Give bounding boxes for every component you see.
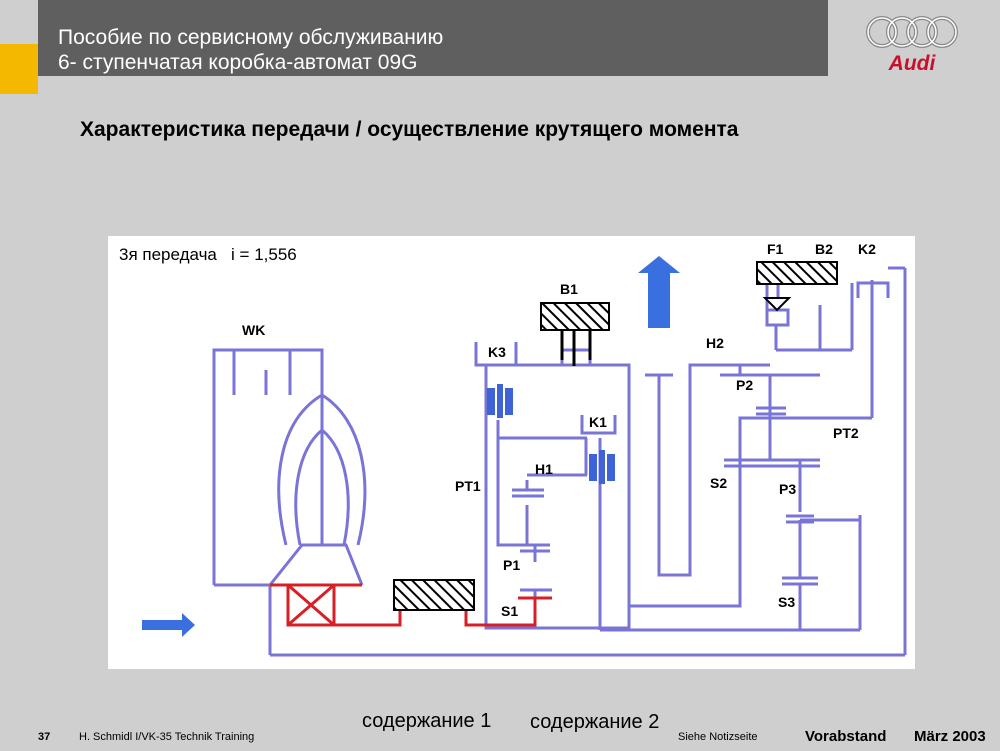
label-s1: S1 [501,603,518,619]
fixed-brake-block [393,579,475,611]
label-wk: WK [242,322,265,338]
header-title-line2: 6- ступенчатая коробка-автомат 09G [58,51,418,74]
contents-2-link[interactable]: содержание 2 [530,711,660,733]
brake-b1 [540,302,610,331]
brake-b1-pins [560,330,592,366]
footer-date: März 2003 [914,728,986,745]
page-number: 37 [38,731,51,743]
label-p1: P1 [503,557,520,573]
page-title: Характеристика передачи / осуществление … [80,118,739,141]
audi-logo: Audi [862,10,962,76]
label-k3: K3 [488,344,506,360]
label-pt2: PT2 [833,425,859,441]
audi-wordmark: Audi [888,52,937,75]
label-s2: S2 [710,475,727,491]
header-band [38,0,828,76]
output-arrow [638,256,680,328]
shaft-lines [212,266,907,657]
label-p2: P2 [736,377,753,393]
header-title-line1: Пособие по сервисному обслуживанию [58,26,444,49]
footer-notes: Siehe Notizseite [678,731,758,743]
component-labels: WK B1 K3 K1 H1 PT1 P1 S1 F1 B2 K2 H2 P2 … [242,241,876,619]
label-h2: H2 [706,335,724,351]
contents-1-link[interactable]: содержание 1 [362,710,492,732]
label-h1: H1 [535,461,553,477]
footer-status: Vorabstand [805,728,887,745]
label-b1: B1 [560,281,578,297]
orange-tab [0,44,38,94]
label-p3: P3 [779,481,796,497]
diagram-panel [108,236,915,669]
label-f1: F1 [767,241,784,257]
label-s3: S3 [778,594,795,610]
label-b2: B2 [815,241,833,257]
input-arrow [142,613,195,637]
freewheel-f1 [762,297,792,312]
footer-author: H. Schmidl I/VK-35 Technik Training [79,731,255,743]
gear-ratio-label: 3я передача i = 1,556 [119,245,297,264]
label-pt1: PT1 [455,478,481,494]
label-k2: K2 [858,241,876,257]
brake-b2-f1-block [756,261,838,285]
active-power-path [270,583,552,627]
label-k1: K1 [589,414,607,430]
clutch-plates [487,384,615,484]
